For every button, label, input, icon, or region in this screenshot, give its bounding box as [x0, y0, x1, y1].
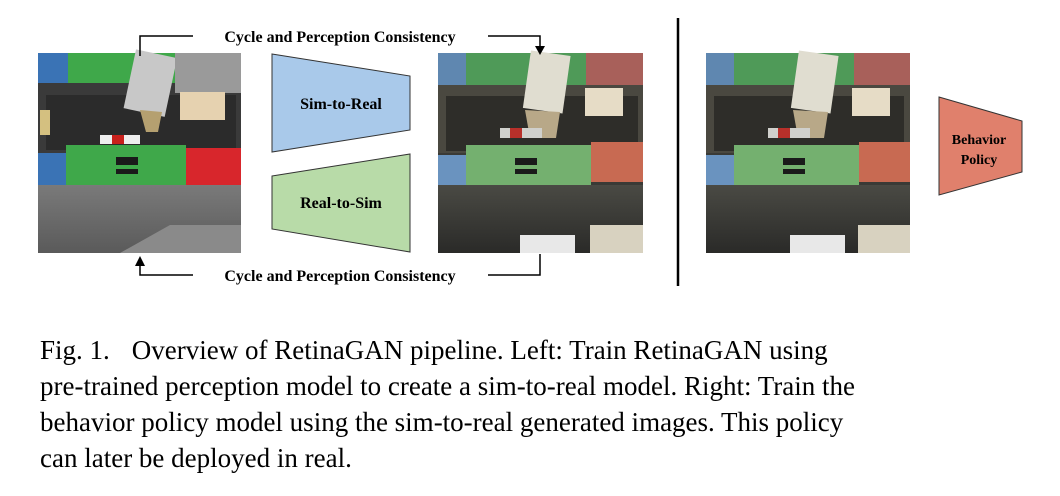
figure-caption: Fig. 1. Overview of RetinaGAN pipeline. L…	[40, 332, 1030, 476]
sim-to-real-label: Sim-to-Real	[300, 96, 382, 113]
caption-line-2: pre-trained perception model to create a…	[40, 371, 855, 401]
sim-to-real-trapezoid	[271, 53, 411, 153]
top-consistency-arrow	[139, 35, 545, 56]
top-consistency-label: Cycle and Perception Consistency	[224, 29, 455, 46]
behavior-policy-trapezoid	[938, 96, 1023, 196]
bottom-consistency-arrow	[135, 254, 541, 276]
sim-image	[38, 49, 241, 253]
behavior-policy-label-line2: Policy	[961, 153, 998, 168]
caption-line-3: behavior policy model using the sim-to-r…	[40, 407, 844, 437]
real-to-sim-trapezoid	[271, 153, 411, 253]
retinagan-pipeline-diagram: Sim-to-Real Real-to-Sim Behavior Policy …	[38, 18, 1023, 286]
policy-input-image	[706, 50, 910, 253]
caption-line-1-text: Overview of RetinaGAN pipeline. Left: Tr…	[131, 335, 828, 365]
behavior-policy-label-line1: Behavior	[952, 133, 1006, 148]
real-to-sim-label: Real-to-Sim	[300, 195, 382, 212]
figure-number: Fig. 1.	[40, 335, 110, 365]
caption-line-1: Fig. 1. Overview of RetinaGAN pipeline. L…	[40, 332, 1030, 368]
bottom-consistency-label: Cycle and Perception Consistency	[224, 268, 455, 285]
generated-image	[438, 50, 643, 253]
caption-line-4: can later be deployed in real.	[40, 443, 352, 473]
